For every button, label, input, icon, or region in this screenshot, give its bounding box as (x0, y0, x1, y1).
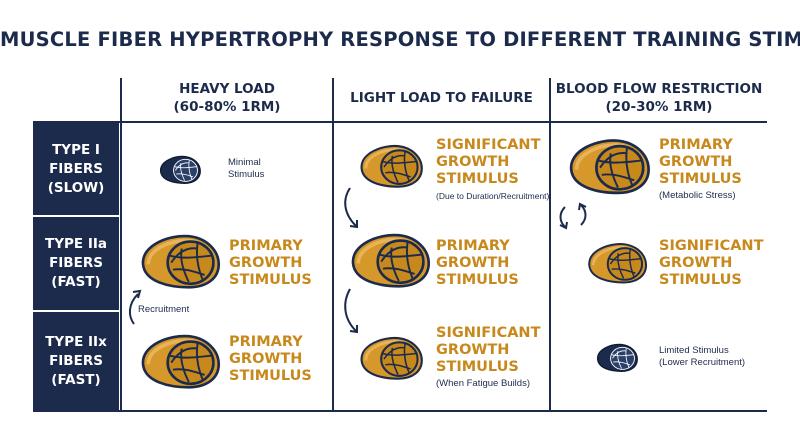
column-header-light-load: LIGHT LOAD TO FAILURE (350, 90, 533, 106)
grid-bottom-line (33, 410, 767, 412)
bfr-type1-note: (Metabolic Stress) (659, 190, 736, 201)
recruitment-label: Recruitment (138, 304, 190, 315)
bfr-type2x-note: Limited Stimulus(Lower Recruitment) (659, 345, 746, 368)
curved-arrow-icon (344, 288, 358, 334)
column-header-bfr: BLOOD FLOW RESTRICTION(20-30% 1RM) (555, 81, 763, 115)
muscle-cross-section-icon (356, 140, 426, 190)
curved-arrow-icon (344, 187, 358, 229)
curved-arrow-icon (128, 289, 142, 325)
muscle-cross-section-icon (136, 229, 224, 291)
divider-col-0 (120, 78, 122, 410)
divider-col-1 (332, 78, 334, 410)
muscle-cross-section-icon (564, 132, 654, 198)
cycle-arrows-icon (559, 202, 587, 230)
light-type1-note: (Due to Duration/Recruitment) (436, 191, 550, 201)
light-type2x-note: (When Fatigue Builds) (436, 378, 530, 389)
muscle-cross-section-icon (157, 152, 203, 186)
page-title: MUSCLE FIBER HYPERTROPHY RESPONSE TO DIF… (0, 28, 800, 51)
header-divider (33, 121, 767, 123)
muscle-cross-section-icon (594, 340, 640, 374)
muscle-cross-section-icon (584, 238, 650, 286)
column-header-heavy-load: HEAVY LOAD(60-80% 1RM) (173, 81, 281, 115)
muscle-cross-section-icon (346, 227, 434, 291)
muscle-cross-section-icon (356, 332, 426, 382)
divider-col-2 (549, 78, 551, 410)
muscle-cross-section-icon (136, 328, 224, 392)
